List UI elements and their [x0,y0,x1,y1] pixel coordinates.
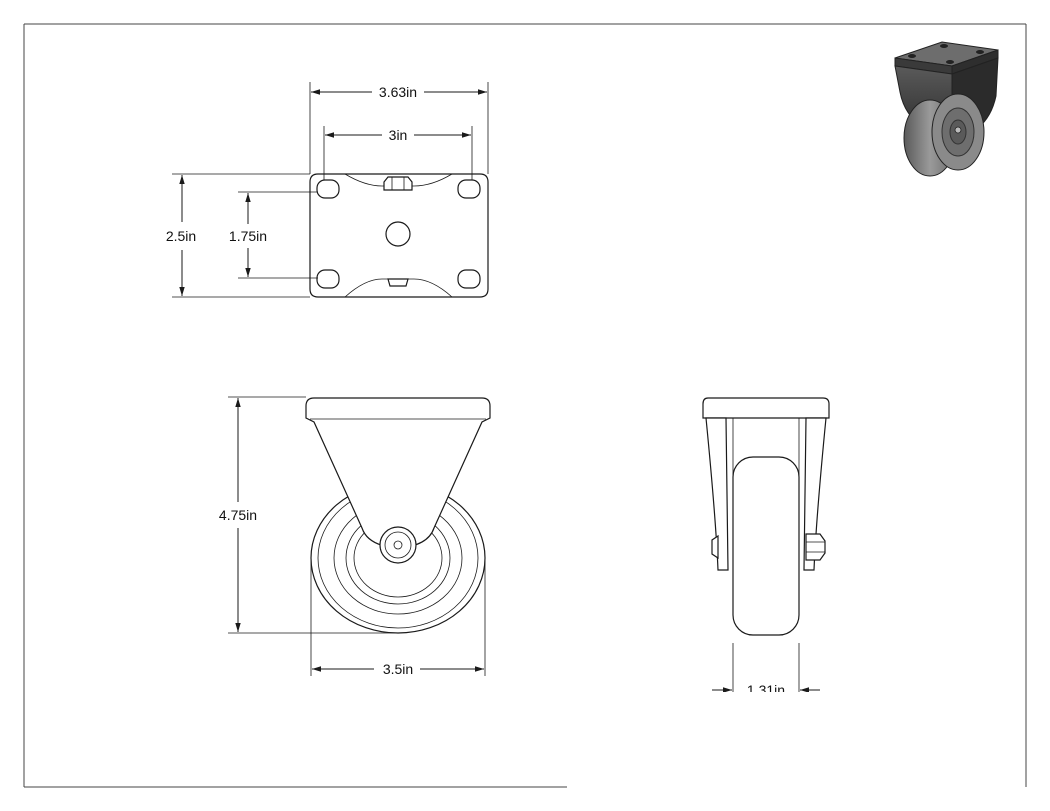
side-fork-leg-left [705,417,729,571]
isometric-caster-icon [894,41,999,177]
dim-overall-height: 4.75in [219,507,257,523]
center-hole [385,221,411,247]
mounting-hole-bottom-left [316,269,340,289]
axle-nut-top [383,176,413,191]
mounting-hole-top-left [316,179,340,199]
mounting-hole-bottom-right [457,269,481,289]
top-view: 3.63in 3in 2.5in 1.75in [166,82,489,298]
dim-wheel-diameter: 3.5in [383,661,413,677]
side-top-plate [702,397,830,419]
front-view: 4.75in 3.5in [219,396,491,677]
side-axle-nut [805,533,826,561]
dim-overall-width: 3.63in [379,84,417,100]
drawing-frame [23,23,1027,788]
side-axle-bolt [711,534,719,560]
side-wheel [732,456,800,636]
axle-bolt-bottom [387,278,409,287]
dim-overall-depth: 2.5in [166,228,196,244]
side-fork-leg-right [803,417,827,571]
dim-hole-spacing-width: 3in [389,127,408,143]
side-view: 1.31in [700,397,840,706]
dim-hole-spacing-depth: 1.75in [229,228,267,244]
mounting-hole-top-right [457,179,481,199]
